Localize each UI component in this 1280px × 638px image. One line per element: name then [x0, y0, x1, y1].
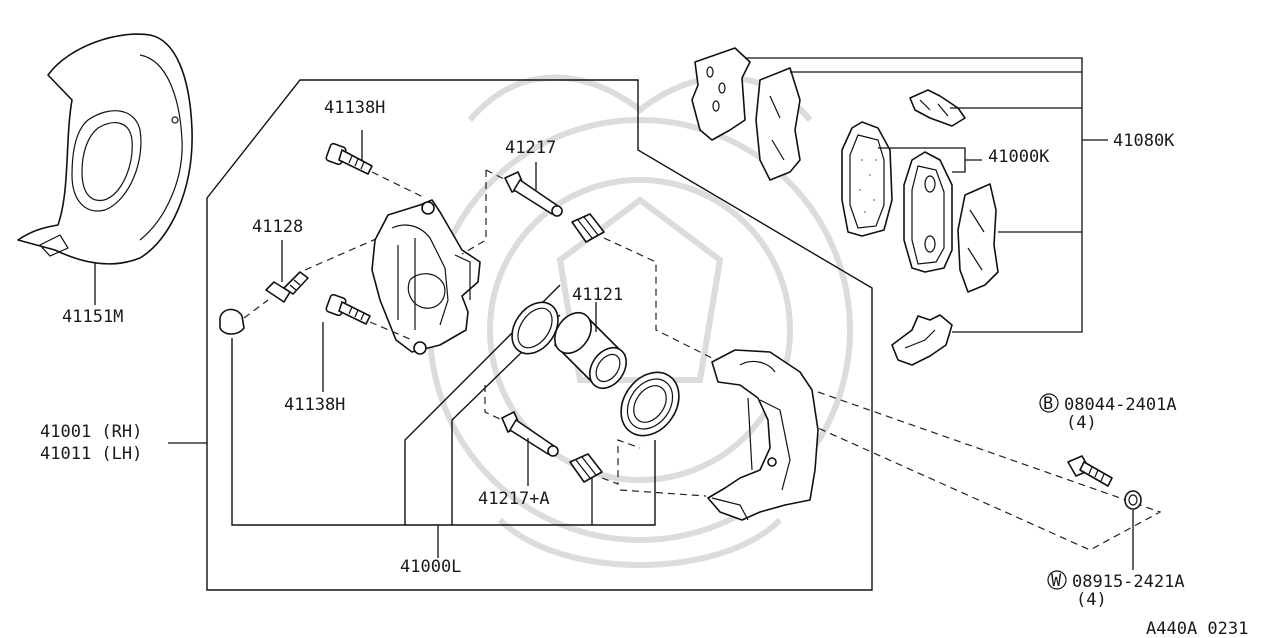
brake-pad-inner	[903, 151, 953, 273]
label-bleeder: 41128	[252, 217, 303, 237]
label-hardware-kit: 41080K	[1113, 131, 1175, 151]
bleeder-screw	[265, 271, 309, 303]
label-washer-qty: (4)	[1076, 590, 1107, 610]
pad-shim-outer	[691, 47, 751, 141]
torque-member	[707, 349, 819, 521]
brake-pad-outer	[841, 121, 893, 237]
caliper-assembly-frame	[206, 79, 873, 591]
piston-seal	[511, 301, 559, 355]
mounting-bolt	[1067, 455, 1113, 487]
label-shield: 41151M	[62, 307, 123, 327]
mounting-guide-line	[817, 391, 1162, 551]
label-caliper-lh: 41011 (LH)	[40, 444, 142, 464]
pin-boot-upper	[571, 213, 605, 243]
bolt-symbol: B	[1039, 393, 1059, 414]
lock-washer	[1124, 490, 1142, 510]
piston	[554, 311, 627, 390]
caliper-body	[371, 199, 481, 355]
guide-pin-lower	[501, 411, 559, 457]
label-pin-lower: 41217+A	[478, 489, 550, 509]
pad-shim-inner	[957, 183, 999, 293]
label-piston: 41121	[572, 285, 623, 305]
label-bolt-lower: 41138H	[284, 395, 345, 415]
leader-hardware-kit	[745, 57, 1083, 333]
pad-retainer-clip-upper	[909, 89, 966, 127]
bolt-symbol-letter: B	[1043, 394, 1053, 414]
piston-dust-boot	[620, 371, 680, 437]
label-pin-upper: 41217	[505, 138, 556, 158]
seal-kit-inner-frame	[404, 284, 561, 525]
washer-symbol-letter: W	[1051, 571, 1062, 591]
caliper-bolt-upper	[325, 142, 373, 175]
label-pad-kit: 41000K	[988, 147, 1050, 167]
pad-shim-outer-2	[755, 67, 801, 181]
diagram-code: A440A 0231	[1146, 619, 1248, 638]
washer-symbol: W	[1047, 570, 1067, 591]
caliper-bolt-lower	[325, 293, 371, 325]
label-bolt-upper: 41138H	[324, 98, 385, 118]
label-bolt-qty: (4)	[1066, 413, 1097, 433]
label-seal-kit: 41000L	[400, 557, 461, 577]
pin-boot-lower	[569, 453, 603, 483]
label-washer-code: 08915-2421A	[1072, 572, 1185, 592]
seal-kit-frame	[231, 338, 656, 526]
label-bolt-code: 08044-2401A	[1064, 395, 1177, 415]
dust-shield	[17, 33, 193, 265]
guide-pin-upper	[504, 171, 563, 217]
pad-retainer-clip-lower	[891, 314, 953, 366]
label-caliper-rh: 41001 (RH)	[40, 422, 142, 442]
bleeder-cap	[219, 308, 245, 335]
